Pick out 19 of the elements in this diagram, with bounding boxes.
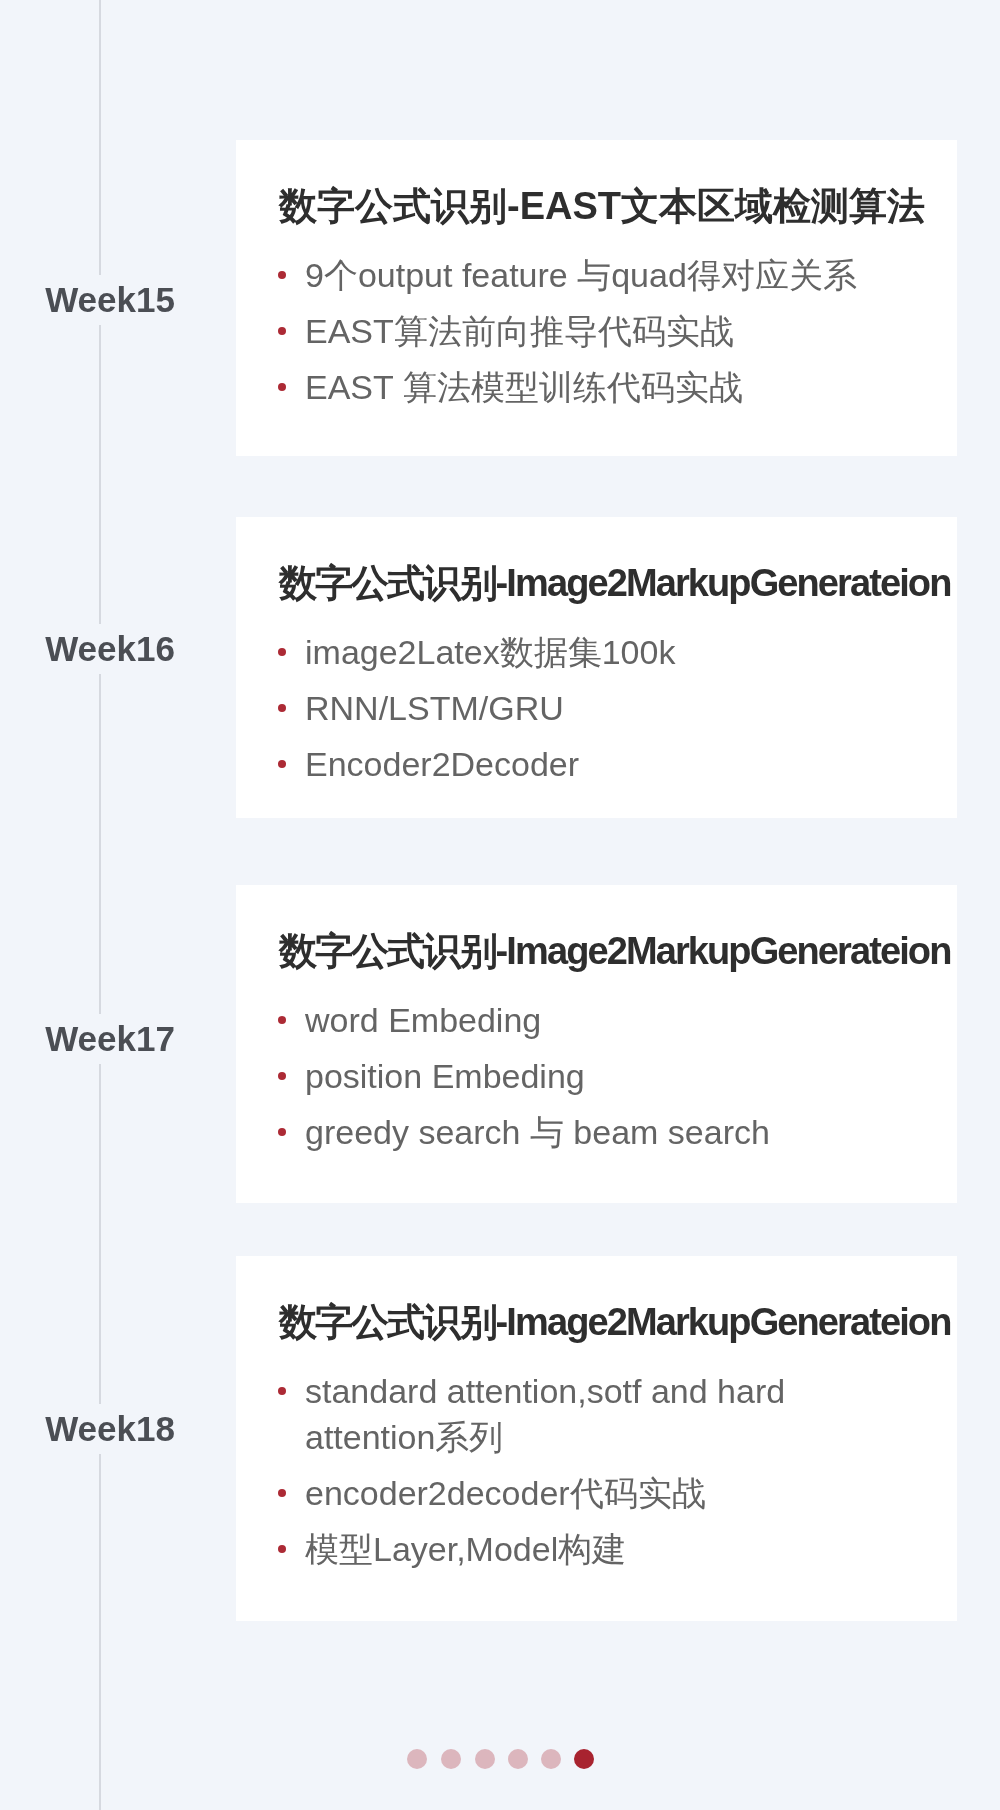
card-title: 数字公式识别-EAST文本区域检测算法 bbox=[279, 184, 925, 229]
list-item: image2Latex数据集100k bbox=[305, 632, 677, 673]
list-item: Encoder2Decoder bbox=[305, 744, 581, 785]
card-title: 数字公式识别-Image2MarkupGenerateion bbox=[279, 1300, 951, 1345]
content-card bbox=[236, 1256, 957, 1621]
card-title: 数字公式识别-Image2MarkupGenerateion bbox=[279, 561, 951, 606]
list-item: EAST 算法模型训练代码实战 bbox=[305, 367, 744, 408]
list-item: encoder2decoder代码实战 bbox=[305, 1473, 707, 1514]
content-card bbox=[236, 885, 957, 1203]
card-title: 数字公式识别-Image2MarkupGenerateion bbox=[279, 929, 951, 974]
list-item: EAST算法前向推导代码实战 bbox=[305, 311, 735, 352]
content-card bbox=[236, 517, 957, 818]
list-item: greedy search 与 beam search bbox=[305, 1112, 771, 1153]
list-item: RNN/LSTM/GRU bbox=[305, 688, 565, 729]
content-card bbox=[236, 140, 957, 456]
list-item: position Embeding bbox=[305, 1056, 586, 1097]
list-item: word Embeding bbox=[305, 1000, 543, 1041]
list-item: 9个output feature 与quad得对应关系 bbox=[305, 255, 858, 296]
list-item: 模型Layer,Model构建 bbox=[305, 1529, 628, 1570]
